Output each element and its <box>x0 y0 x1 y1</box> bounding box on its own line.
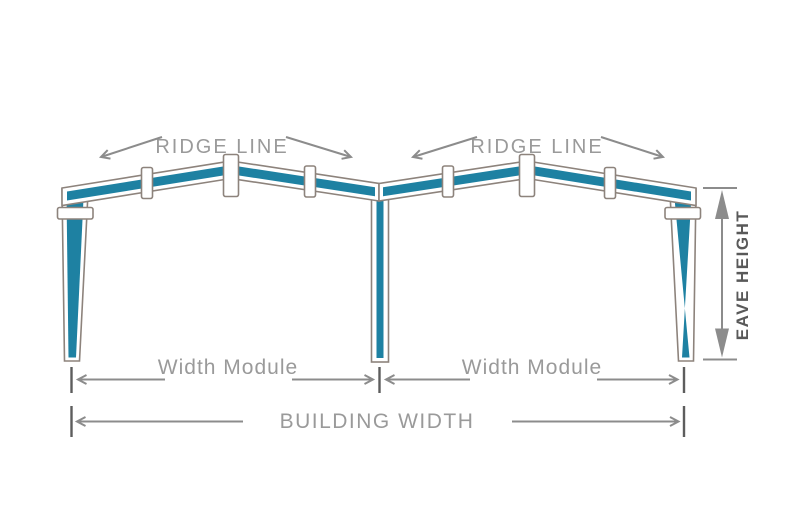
width-module-label-left: Width Module <box>158 356 298 379</box>
knee-plate <box>664 206 702 220</box>
knee-plate <box>56 206 94 220</box>
ridge-line-annotation-right: RIDGE LINE <box>410 136 666 160</box>
ridge-line-annotation-left: RIDGE LINE <box>98 136 354 160</box>
ridge-line-label-left: RIDGE LINE <box>155 136 288 158</box>
ridge-right-arrow-icon <box>600 136 666 160</box>
middle-column <box>370 193 390 363</box>
width-module-dimension-left: Width Module <box>70 356 381 393</box>
ridge-left-arrow-icon <box>98 136 163 160</box>
splice-plate <box>140 166 154 200</box>
down-arrow-icon <box>715 328 729 358</box>
knee-plates <box>56 206 702 220</box>
splice-plate <box>303 165 317 198</box>
width-module-label-right: Width Module <box>462 356 602 379</box>
ridge-caps <box>222 153 536 198</box>
ridge-line-label-right: RIDGE LINE <box>470 136 603 158</box>
ridge-right-arrow-icon <box>285 136 354 160</box>
ridge-left-arrow-icon <box>410 136 478 160</box>
width-module-dimension-right: Width Module <box>383 356 686 393</box>
eave-height-label: EAVE HEIGHT <box>733 210 752 340</box>
rafter-splice-plates <box>140 165 617 200</box>
roof-rafters <box>61 160 697 207</box>
splice-plate <box>441 165 455 198</box>
building-width-dimension: BUILDING WIDTH <box>70 406 686 437</box>
ridge-cap <box>222 153 240 198</box>
up-arrow-icon <box>715 190 729 219</box>
splice-plate <box>603 166 617 200</box>
building-width-label: BUILDING WIDTH <box>280 410 475 433</box>
left-column <box>61 188 89 362</box>
frame-structure <box>56 153 702 363</box>
ridge-cap <box>518 153 536 198</box>
eave-height-dimension: EAVE HEIGHT <box>703 187 752 361</box>
